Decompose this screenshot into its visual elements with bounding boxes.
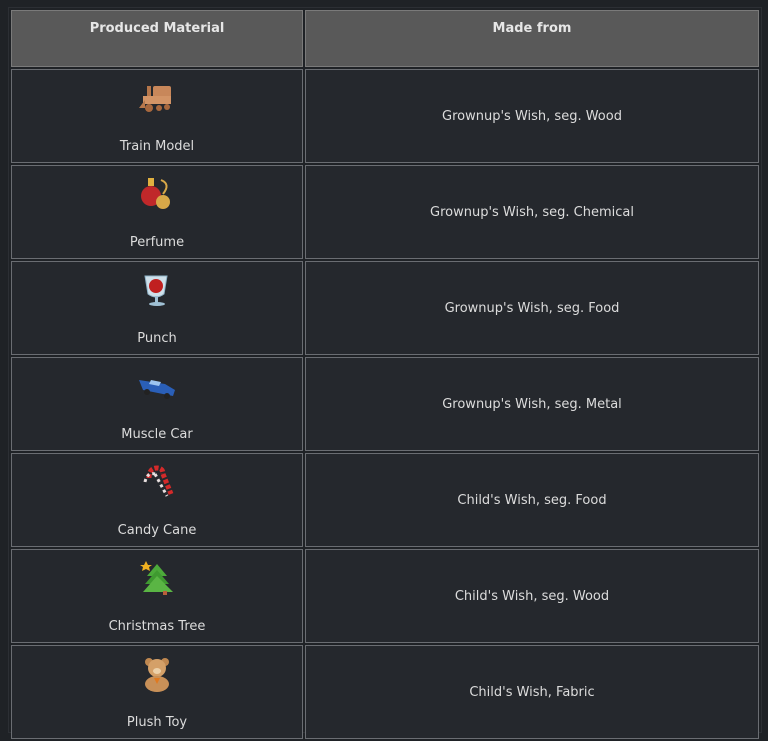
- table-row: Punch Grownup's Wish, seg. Food: [11, 261, 759, 355]
- table-row: Plush Toy Child's Wish, Fabric: [11, 645, 759, 739]
- material-cell: Train Model: [11, 69, 303, 163]
- material-cell: Muscle Car: [11, 357, 303, 451]
- header-row: Produced Material Made from: [11, 10, 759, 67]
- header-produced-material: Produced Material: [11, 10, 303, 67]
- material-name: Candy Cane: [117, 523, 197, 538]
- perfume-icon: [141, 178, 170, 209]
- made-from-cell: Grownup's Wish, seg. Food: [305, 261, 759, 355]
- table-row: Candy Cane Child's Wish, seg. Food: [11, 453, 759, 547]
- material-cell: Candy Cane: [11, 453, 303, 547]
- teddy-bear-icon: [145, 658, 169, 692]
- table-row: Train Model Grownup's Wish, seg. Wood: [11, 69, 759, 163]
- table-row: Perfume Grownup's Wish, seg. Chemical: [11, 165, 759, 259]
- car-icon: [139, 380, 175, 399]
- table-row: Muscle Car Grownup's Wish, seg. Metal: [11, 357, 759, 451]
- made-from-cell: Child's Wish, seg. Food: [305, 453, 759, 547]
- material-name: Perfume: [129, 235, 185, 250]
- train-icon: [139, 86, 171, 112]
- made-from-cell: Grownup's Wish, seg. Metal: [305, 357, 759, 451]
- material-cell: Punch: [11, 261, 303, 355]
- materials-table: Produced Material Made from Train Model …: [9, 8, 761, 741]
- material-name: Train Model: [119, 139, 195, 154]
- material-cell: Plush Toy: [11, 645, 303, 739]
- christmas-tree-icon: [140, 561, 173, 595]
- made-from-cell: Child's Wish, Fabric: [305, 645, 759, 739]
- material-name: Muscle Car: [121, 427, 193, 442]
- candy-cane-icon: [143, 465, 174, 497]
- material-name: Plush Toy: [126, 715, 188, 730]
- material-name: Christmas Tree: [108, 619, 206, 634]
- made-from-cell: Grownup's Wish, seg. Chemical: [305, 165, 759, 259]
- made-from-cell: Child's Wish, seg. Wood: [305, 549, 759, 643]
- made-from-cell: Grownup's Wish, seg. Wood: [305, 69, 759, 163]
- table-row: Christmas Tree Child's Wish, seg. Wood: [11, 549, 759, 643]
- material-cell: Christmas Tree: [11, 549, 303, 643]
- header-made-from: Made from: [305, 10, 759, 67]
- punch-icon: [144, 275, 168, 306]
- material-name: Punch: [137, 331, 177, 346]
- materials-table-container: Produced Material Made from Train Model …: [8, 7, 762, 739]
- material-cell: Perfume: [11, 165, 303, 259]
